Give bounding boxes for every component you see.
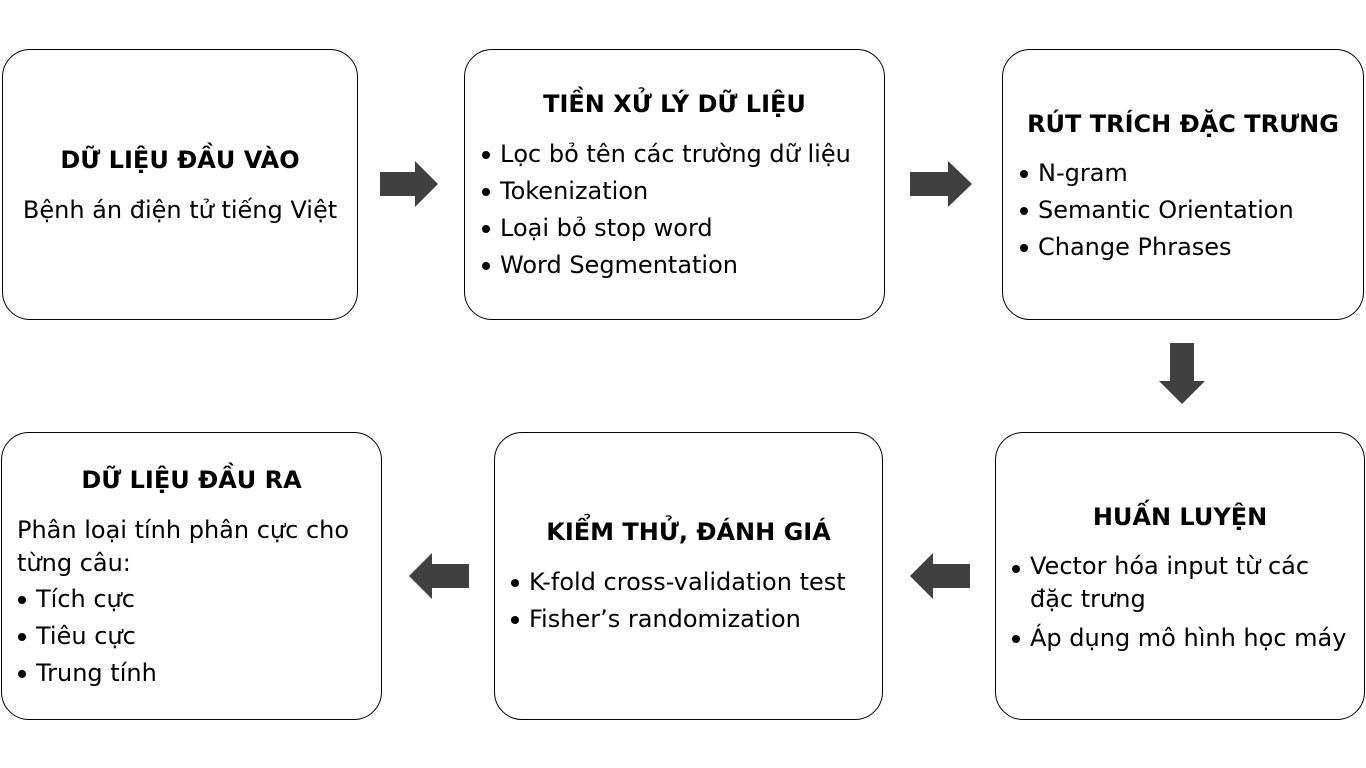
preprocessing-list: Lọc bỏ tên các trường dữ liệu Tokenizati…	[481, 136, 851, 284]
feature-extraction-title: RÚT TRÍCH ĐẶC TRƯNG	[1027, 110, 1339, 138]
arrow-left-icon	[409, 553, 469, 599]
list-item: Vector hóa input từ các đặc trưng	[1011, 550, 1356, 620]
list-item: Semantic Orientation	[1019, 192, 1294, 229]
list-item: N-gram	[1019, 155, 1294, 192]
evaluation-title: KIỂM THỬ, ĐÁNH GIÁ	[546, 518, 831, 546]
training-box: HUẤN LUYỆN Vector hóa input từ các đặc t…	[995, 432, 1365, 720]
list-item: Tích cực	[17, 581, 157, 618]
feature-extraction-list: N-gram Semantic Orientation Change Phras…	[1019, 155, 1294, 266]
output-data-description: Phân loại tính phân cực cho từng câu:	[17, 516, 350, 577]
preprocessing-box: TIỀN XỬ LÝ DỮ LIỆU Lọc bỏ tên các trường…	[464, 49, 885, 320]
arrow-right-icon	[910, 161, 972, 207]
input-data-title: DỮ LIỆU ĐẦU VÀO	[60, 146, 300, 174]
arrow-right-icon	[380, 161, 438, 207]
list-item: Áp dụng mô hình học máy	[1011, 620, 1356, 657]
output-data-title: DỮ LIỆU ĐẦU RA	[81, 466, 302, 494]
list-item: Trung tính	[17, 655, 157, 692]
list-item: Lọc bỏ tên các trường dữ liệu	[481, 136, 851, 173]
list-item: Tokenization	[481, 173, 851, 210]
list-item: Fisher’s randomization	[510, 601, 846, 638]
preprocessing-title: TIỀN XỬ LÝ DỮ LIỆU	[543, 90, 806, 118]
evaluation-box: KIỂM THỬ, ĐÁNH GIÁ K-fold cross-validati…	[494, 432, 883, 720]
arrow-down-icon	[1159, 343, 1205, 404]
input-data-box: DỮ LIỆU ĐẦU VÀO Bệnh án điện tử tiếng Vi…	[2, 49, 358, 320]
training-title: HUẤN LUYỆN	[1092, 503, 1268, 531]
list-item: K-fold cross-validation test	[510, 564, 846, 601]
output-data-box: DỮ LIỆU ĐẦU RA Phân loại tính phân cực c…	[1, 432, 382, 720]
list-item: Change Phrases	[1019, 229, 1294, 266]
evaluation-list: K-fold cross-validation test Fisher’s ra…	[510, 564, 846, 638]
list-item: Word Segmentation	[481, 247, 851, 284]
training-list: Vector hóa input từ các đặc trưng Áp dụn…	[1011, 550, 1356, 657]
feature-extraction-box: RÚT TRÍCH ĐẶC TRƯNG N-gram Semantic Orie…	[1002, 49, 1364, 320]
arrow-left-icon	[910, 553, 970, 599]
output-data-list: Tích cực Tiêu cực Trung tính	[17, 581, 157, 692]
list-item: Loại bỏ stop word	[481, 210, 851, 247]
list-item: Tiêu cực	[17, 618, 157, 655]
input-data-description: Bệnh án điện tử tiếng Việt	[22, 196, 338, 224]
